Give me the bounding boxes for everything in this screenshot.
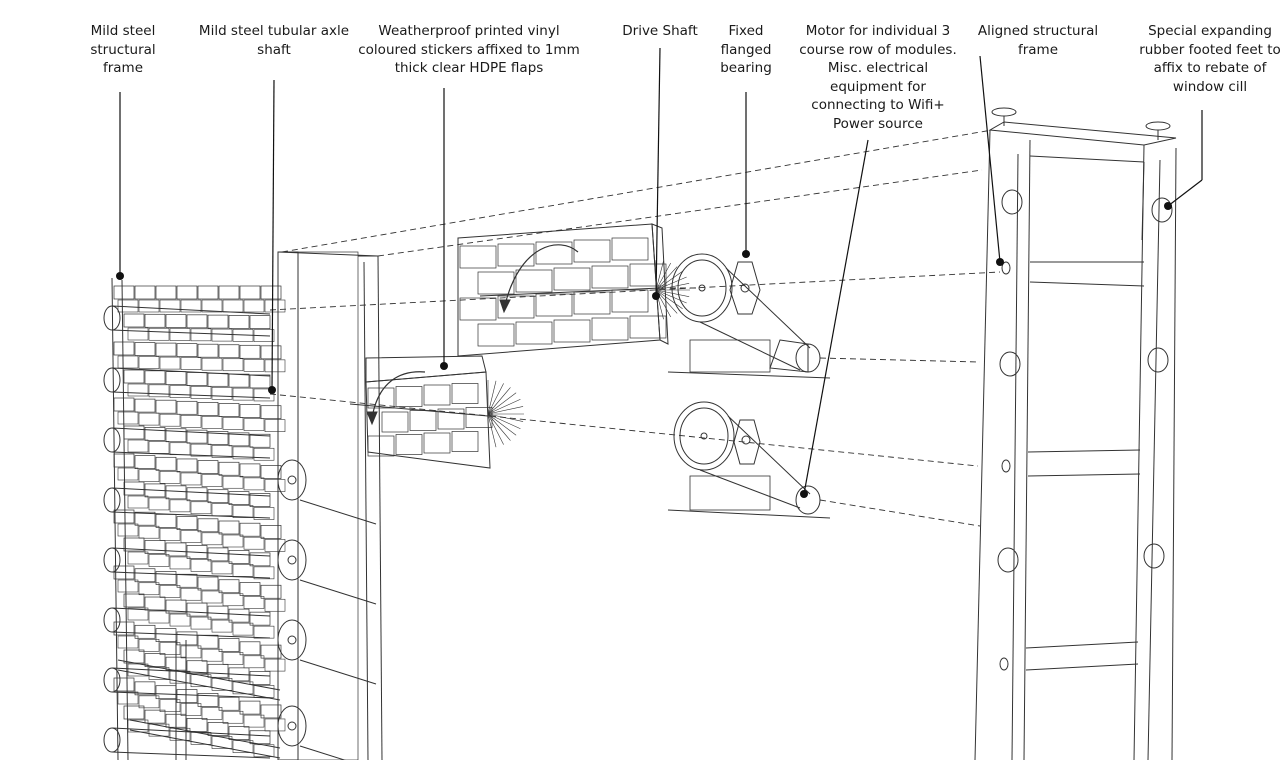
alignment-lines [269, 129, 1001, 527]
label-aligned-frame: Aligned structural frame [977, 23, 1099, 58]
exploded-flap-module-upper [457, 223, 669, 357]
motor-unit-upper [667, 253, 831, 379]
axle-rollers [103, 260, 690, 760]
label-flanged-bearing: Fixed flanged bearing [720, 23, 772, 76]
label-axle-shaft: Mild steel tubular axle shaft [198, 23, 350, 58]
exploded-flap-module-lower [349, 355, 493, 469]
label-drive-shaft: Drive Shaft [622, 23, 698, 39]
label-motor: Motor for individual 3 course row of mod… [799, 23, 957, 132]
label-rubber-feet: Special expanding rubber footed feet to … [1139, 23, 1280, 95]
leader-dots [116, 202, 1172, 498]
motor-unit-lower [667, 401, 831, 519]
label-mild-steel-frame: Mild steel structural frame [90, 23, 156, 76]
assembled-module-wall [111, 251, 383, 760]
aligned-structural-frame [974, 107, 1177, 760]
label-vinyl-flaps: Weatherproof printed vinyl coloured stic… [358, 23, 580, 76]
leader-lines [119, 47, 1203, 495]
